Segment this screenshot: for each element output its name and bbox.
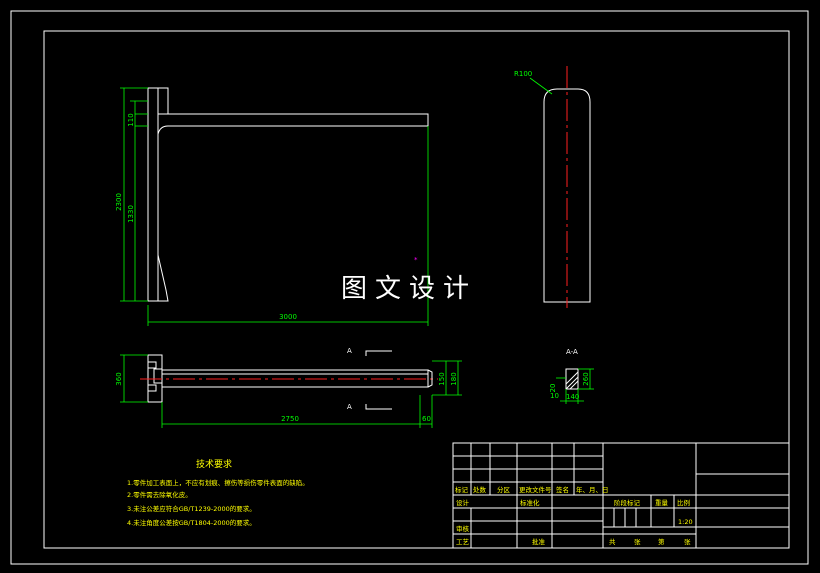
tech-title: 技术要求 [196, 458, 232, 470]
section-title: A-A [566, 348, 578, 356]
plan-view: A A 360 150 180 2750 60 [115, 347, 462, 428]
svg-text:1:20: 1:20 [678, 518, 693, 526]
svg-text:2.零件需去除氧化皮。: 2.零件需去除氧化皮。 [127, 490, 192, 499]
svg-text:工艺: 工艺 [456, 538, 470, 546]
svg-text:张: 张 [634, 537, 641, 546]
svg-text:审核: 审核 [456, 524, 470, 533]
tech-requirements: 技术要求 1.零件加工表面上，不应有划痕、擦伤等损伤零件表面的缺陷。 2.零件需… [127, 458, 309, 527]
svg-text:处数: 处数 [473, 485, 487, 494]
svg-text:150: 150 [438, 372, 446, 385]
svg-text:20: 20 [549, 384, 557, 393]
svg-text:重量: 重量 [655, 499, 669, 507]
svg-text:设计: 设计 [456, 498, 470, 507]
svg-text:签名: 签名 [556, 485, 569, 494]
svg-text:共: 共 [609, 537, 616, 546]
svg-text:标准化: 标准化 [520, 498, 540, 507]
svg-text:180: 180 [450, 372, 458, 385]
small-mark: * [414, 256, 418, 264]
svg-text:第: 第 [658, 537, 665, 546]
svg-text:分区: 分区 [497, 485, 511, 494]
dim-top: 110 [127, 113, 135, 126]
dim-plan-left: 360 [115, 372, 123, 385]
svg-text:张: 张 [684, 537, 691, 546]
column-flange [158, 87, 169, 115]
dim-total-height: 2300 [115, 193, 123, 211]
svg-text:年、月、日: 年、月、日 [576, 485, 609, 494]
front-view: 2300 1330 110 3000 * [115, 87, 429, 326]
svg-text:1.零件加工表面上，不应有划痕、擦伤等损伤零件表面的缺陷。: 1.零件加工表面上，不应有划痕、擦伤等损伤零件表面的缺陷。 [127, 478, 309, 487]
outer-frame [10, 10, 809, 565]
svg-text:60: 60 [422, 415, 431, 423]
column-outline [147, 87, 159, 302]
svg-text:阶段标记: 阶段标记 [614, 498, 641, 507]
dim-width: 3000 [279, 313, 297, 321]
section-aa: A-A 260 20 10 140 [549, 348, 594, 404]
column-base [157, 254, 169, 302]
svg-text:标记: 标记 [455, 485, 469, 494]
svg-text:4.未注角度公差按GB/T1804-2000的要求。: 4.未注角度公差按GB/T1804-2000的要求。 [127, 518, 256, 527]
inner-frame [43, 30, 790, 549]
side-view: R100 [514, 66, 591, 308]
svg-text:A: A [347, 403, 352, 411]
arm-outline [157, 113, 429, 135]
svg-text:批准: 批准 [532, 537, 546, 546]
svg-text:260: 260 [582, 372, 590, 385]
svg-text:10: 10 [550, 392, 559, 400]
svg-text:比例: 比例 [677, 498, 690, 507]
svg-text:3.未注公差应符合GB/T1239-2000的要求。: 3.未注公差应符合GB/T1239-2000的要求。 [127, 504, 256, 513]
dim-length: 2750 [281, 415, 299, 423]
title-block: 标记 处数 分区 更改文件号 签名 年、月、日 设计 标准化 审核 工艺 批准 … [452, 442, 790, 549]
side-outline [543, 88, 591, 303]
radius-label: R100 [514, 70, 532, 78]
svg-text:140: 140 [566, 393, 579, 401]
svg-text:更改文件号: 更改文件号 [519, 485, 552, 494]
watermark: 图文设计 [341, 274, 477, 304]
dim-inner-height: 1330 [127, 205, 135, 223]
svg-text:A: A [347, 347, 352, 355]
